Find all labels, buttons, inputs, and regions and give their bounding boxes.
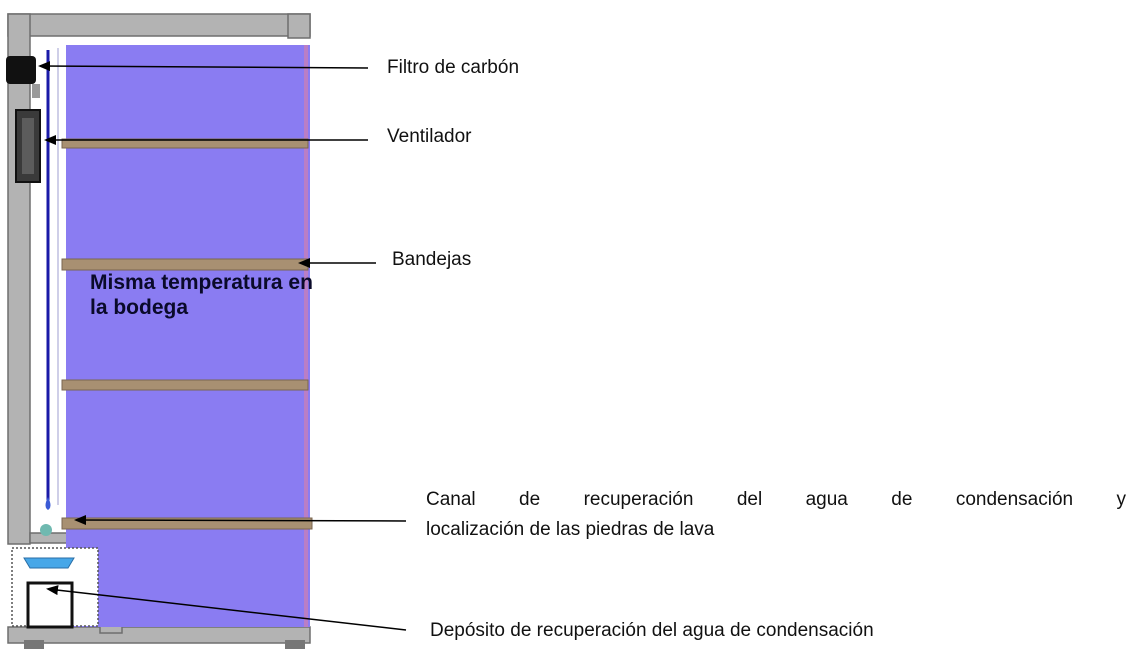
arrow-filtro: [38, 61, 369, 72]
carbon-filter: [6, 56, 36, 84]
shelves: [61, 138, 313, 530]
shelf: [61, 138, 309, 149]
arrow-canal: [74, 515, 407, 526]
cellar-interior: [66, 45, 310, 627]
water-tray-icon: [23, 557, 75, 569]
label-ventilador: Ventilador: [387, 126, 472, 147]
filter-connector: [32, 84, 40, 98]
lava-stone-icon: [40, 524, 52, 536]
label-filtro: Filtro de carbón: [387, 57, 520, 78]
label-canal-line2: localización de las piedras de lava: [426, 519, 715, 540]
interior-temperature-label: Misma temperatura en la bodega: [90, 271, 313, 319]
interior-right-edge: [304, 45, 308, 627]
shelf: [61, 517, 313, 530]
water-drop-icon: [45, 497, 51, 510]
label-canal-line1: Canal de recuperación del agua de conden…: [426, 489, 1126, 510]
label-deposito: Depósito de recuperación del agua de con…: [430, 620, 874, 641]
label-bandejas: Bandejas: [392, 249, 472, 270]
shelf: [61, 258, 309, 271]
arrow-deposito: [46, 585, 407, 631]
shelf: [61, 379, 309, 391]
